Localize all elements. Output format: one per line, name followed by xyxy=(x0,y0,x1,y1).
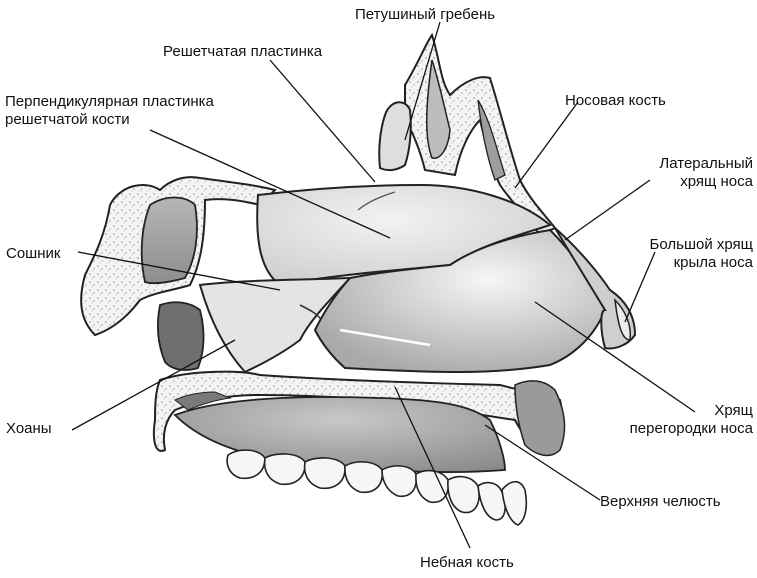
label-lateral-cartilage-line2: хрящ носа xyxy=(615,173,753,191)
label-alar-cartilage-line1: Большой хрящ xyxy=(615,236,753,254)
label-septal-cartilage: Хрящ перегородки носа xyxy=(590,402,753,438)
label-lateral-cartilage: Латеральный хрящ носа xyxy=(615,155,753,191)
choanae-shape xyxy=(158,302,204,370)
label-septal-cartilage-line1: Хрящ xyxy=(590,402,753,420)
label-alar-cartilage: Большой хрящ крыла носа xyxy=(615,236,753,272)
label-vomer: Сошник xyxy=(6,245,60,263)
label-septal-cartilage-line2: перегородки носа xyxy=(590,420,753,438)
leader-cribriform-plate xyxy=(270,60,375,182)
label-maxilla: Верхняя челюсть xyxy=(600,493,721,511)
label-palatine-bone: Небная кость xyxy=(420,554,514,572)
label-lateral-cartilage-line1: Латеральный xyxy=(615,155,753,173)
label-cribriform-plate: Решетчатая пластинка xyxy=(163,43,322,61)
label-alar-cartilage-line2: крыла носа xyxy=(615,254,753,272)
label-nasal-bone: Носовая кость xyxy=(565,92,666,110)
label-choanae: Хоаны xyxy=(6,420,52,438)
label-perpendicular-plate-line1: Перпендикулярная пластинка xyxy=(5,93,214,111)
label-perpendicular-plate-line2: решетчатой кости xyxy=(5,111,214,129)
label-crista-galli: Петушиный гребень xyxy=(355,6,495,24)
leader-nasal-bone xyxy=(515,102,578,188)
label-perpendicular-plate: Перпендикулярная пластинка решетчатой ко… xyxy=(5,93,214,129)
